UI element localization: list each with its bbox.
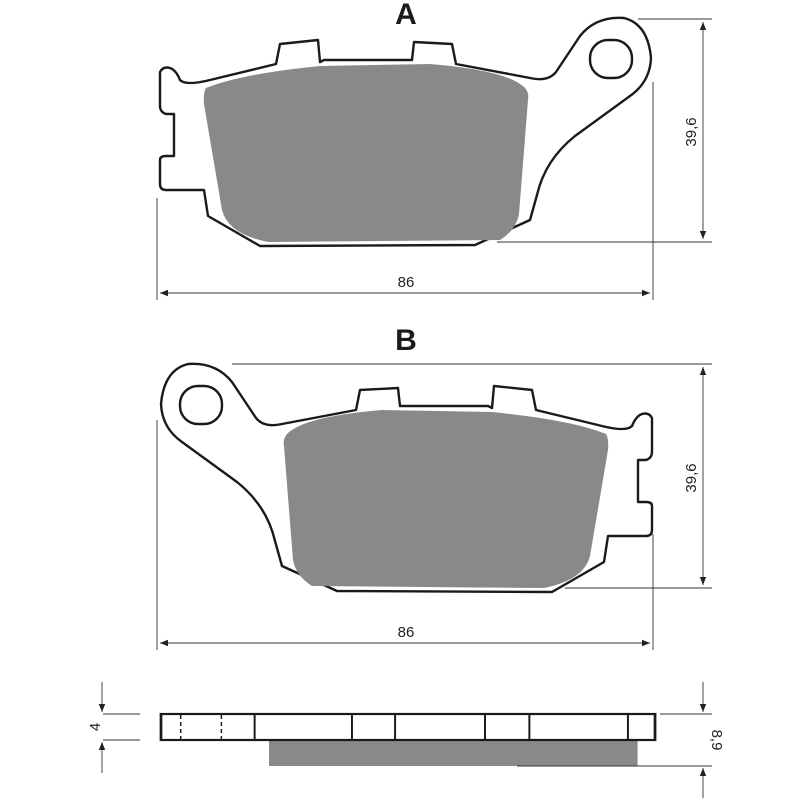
view-b-width-label: 86 [398, 624, 415, 641]
view-a-label: A [395, 0, 417, 31]
view-b: B 39,6 86 [156, 324, 712, 650]
view-a-friction-material [203, 64, 529, 242]
view-a-height-label: 39,6 [683, 117, 700, 146]
side-view [159, 712, 657, 766]
view-b-mounting-hole [178, 384, 224, 426]
total-thickness-label: 8,9 [708, 730, 725, 751]
side-view-friction-material [269, 740, 638, 766]
view-b-friction-material [283, 410, 609, 588]
view-a: A 39,6 86 [156, 0, 712, 300]
view-b-label: B [395, 324, 417, 357]
total-thickness-dimension: 8,9 [517, 682, 725, 798]
view-a-width-label: 86 [398, 274, 415, 291]
side-view-divisions [179, 715, 629, 739]
view-b-height-label: 39,6 [683, 463, 700, 492]
backing-thickness-dimension: 4 [87, 682, 140, 773]
backing-thickness-label: 4 [87, 723, 104, 731]
view-a-mounting-hole [588, 38, 634, 80]
side-view-backing-plate [159, 712, 657, 742]
